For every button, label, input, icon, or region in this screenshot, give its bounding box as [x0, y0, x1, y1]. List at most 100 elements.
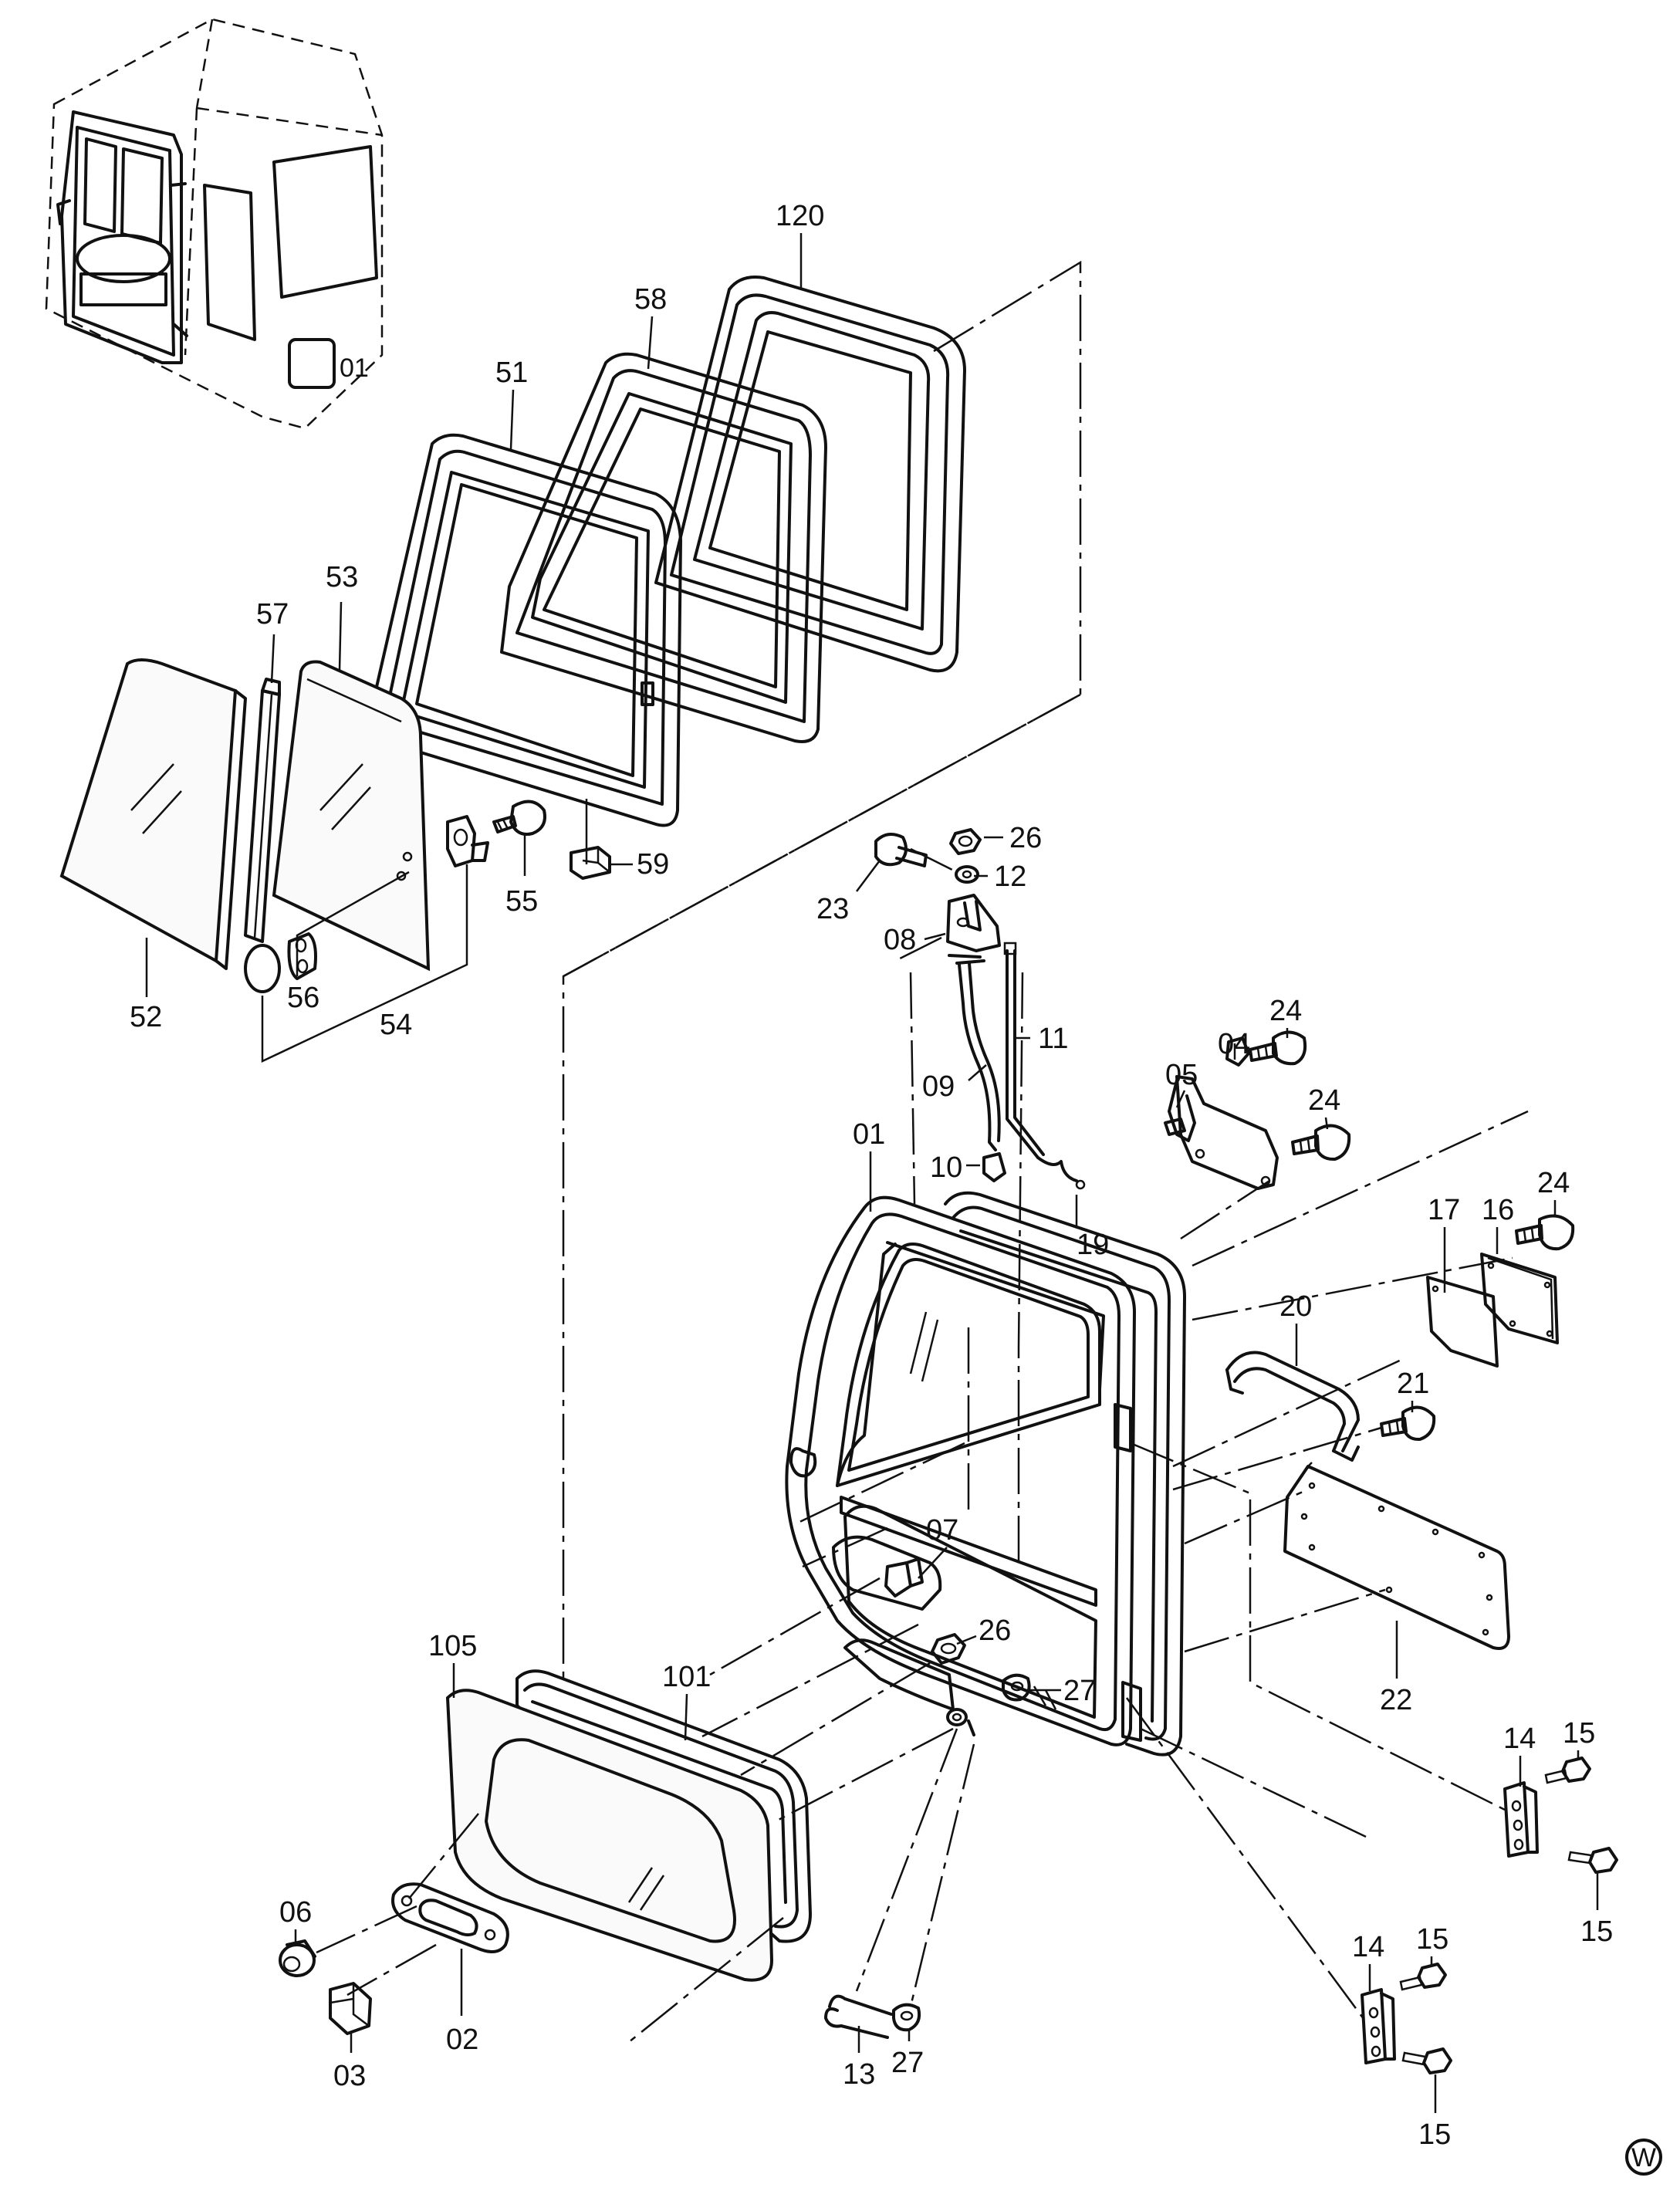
- washer-04: [1225, 1036, 1250, 1067]
- label-55: 55: [505, 885, 538, 918]
- bolt-15-b: [1567, 1847, 1618, 1874]
- label-14-lower: 14: [1352, 1931, 1384, 1963]
- label-15-b: 15: [1580, 1915, 1613, 1948]
- label-26-top: 26: [1009, 822, 1042, 854]
- glass-52: [59, 658, 247, 970]
- washer-56: [287, 932, 317, 980]
- label-27-lower: 27: [891, 2047, 924, 2079]
- label-05: 05: [1165, 1059, 1198, 1091]
- seal-120: [654, 276, 966, 673]
- door-seal-19: [944, 1191, 1186, 1757]
- label-54: 54: [380, 1009, 412, 1041]
- label-105: 105: [428, 1630, 477, 1662]
- door-frame-01: [785, 1195, 1142, 1746]
- label-101: 101: [662, 1661, 711, 1693]
- label-15-d: 15: [1418, 2118, 1451, 2151]
- bolt-23: [874, 833, 928, 867]
- clip-03: [329, 1982, 372, 2035]
- label-19: 19: [1077, 1229, 1109, 1261]
- label-12: 12: [994, 861, 1026, 893]
- u-bolt-13: [824, 1994, 893, 2039]
- cover-22: [1283, 1462, 1510, 1650]
- nut-27-upper: [1002, 1673, 1031, 1702]
- svg-text:01: 01: [340, 353, 369, 383]
- cab-panel-mark: 01: [288, 338, 369, 389]
- label-07: 07: [926, 1514, 958, 1547]
- lock-bracket-07: [884, 1557, 924, 1598]
- hinge-14-upper: [1503, 1781, 1539, 1858]
- handle-20: [1225, 1351, 1360, 1462]
- label-08: 08: [884, 924, 916, 956]
- glass-53: [272, 660, 431, 972]
- nut-27-lower: [892, 2003, 921, 2032]
- label-24-a: 24: [1269, 995, 1302, 1027]
- label-27-upper: 27: [1063, 1675, 1096, 1707]
- part-labels: 120 58 51 53 57 52 56 54 55 59 26 12 23 …: [130, 200, 1613, 2151]
- door-lock-cylinder: [946, 1708, 975, 1736]
- window-105: [445, 1689, 774, 1982]
- label-02: 02: [446, 2024, 478, 2056]
- label-56: 56: [287, 982, 319, 1014]
- label-06: 06: [279, 1896, 312, 1929]
- assembly-lines: [316, 260, 1529, 2046]
- label-20: 20: [1279, 1290, 1312, 1323]
- label-01: 01: [853, 1118, 885, 1151]
- bolt-24-b: [1291, 1124, 1351, 1161]
- label-24-b: 24: [1308, 1084, 1340, 1117]
- label-17: 17: [1428, 1194, 1460, 1226]
- label-15-a: 15: [1563, 1717, 1595, 1750]
- leader-lines: [145, 233, 1599, 2113]
- label-04: 04: [1218, 1028, 1250, 1060]
- hinge-14-lower: [1361, 1988, 1396, 2064]
- label-23: 23: [816, 893, 849, 925]
- door-upper-window: [836, 1243, 1101, 1487]
- label-120: 120: [776, 200, 824, 232]
- cable-11: [1003, 942, 1086, 1190]
- label-57: 57: [256, 598, 289, 631]
- washer-12: [955, 865, 979, 884]
- bolt-21: [1380, 1405, 1436, 1442]
- label-53: 53: [326, 561, 358, 593]
- label-13: 13: [843, 2058, 875, 2091]
- label-21: 21: [1397, 1368, 1429, 1400]
- plate-17: [1426, 1276, 1499, 1368]
- seal-101: [515, 1669, 812, 1943]
- label-14-upper: 14: [1503, 1723, 1536, 1755]
- plate-16: [1480, 1253, 1559, 1344]
- cab-thumbnail: 01: [45, 18, 384, 430]
- door-lower-pocket: [832, 1535, 955, 1711]
- bolt-15-c: [1399, 1963, 1447, 1991]
- label-09: 09: [922, 1070, 955, 1103]
- label-51: 51: [495, 357, 528, 389]
- label-59: 59: [637, 848, 669, 881]
- label-03: 03: [333, 2060, 366, 2092]
- label-58: 58: [634, 283, 667, 316]
- bolt-15-d: [1401, 2047, 1452, 2074]
- label-22: 22: [1380, 1684, 1412, 1716]
- nut-26-lower: [931, 1633, 966, 1665]
- bolt-55: [492, 800, 546, 836]
- label-11: 11: [1038, 1023, 1068, 1055]
- hinge-08: [946, 894, 1001, 965]
- seal-57: [244, 678, 281, 943]
- label-24-c: 24: [1537, 1167, 1570, 1199]
- svg-text:W: W: [1631, 2143, 1656, 2172]
- door-handle-knob: [789, 1447, 817, 1478]
- clip-59: [570, 846, 611, 880]
- label-26-lower: 26: [979, 1615, 1011, 1647]
- seal-58: [500, 352, 827, 743]
- latch-05: [1164, 1075, 1279, 1190]
- label-52: 52: [130, 1001, 162, 1033]
- bolt-24-a: [1249, 1030, 1307, 1066]
- label-10: 10: [930, 1151, 962, 1184]
- bolt-15-a: [1544, 1757, 1591, 1784]
- cap-54: [244, 944, 281, 993]
- label-15-c: 15: [1416, 1923, 1448, 1956]
- bracket-54: [446, 815, 489, 867]
- corner-mark: W: [1625, 2139, 1662, 2176]
- rod-09: [958, 962, 1001, 1151]
- bolt-24-c: [1515, 1214, 1575, 1251]
- grommet-06: [279, 1939, 316, 1977]
- nut-26-top: [949, 828, 982, 855]
- clip-10: [982, 1152, 1006, 1182]
